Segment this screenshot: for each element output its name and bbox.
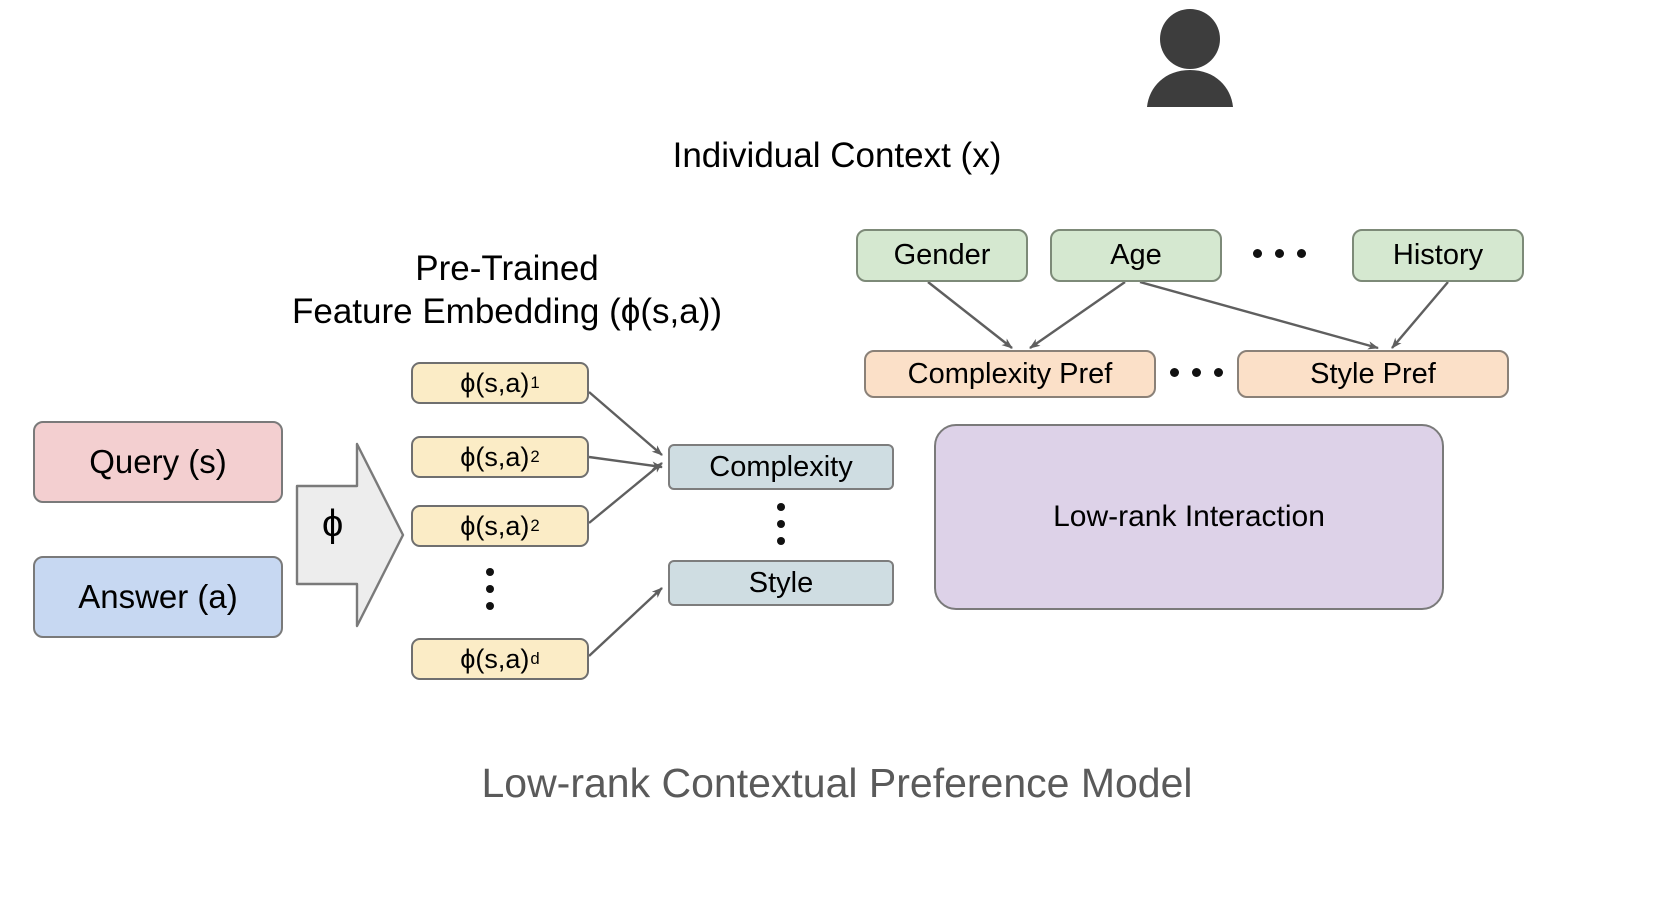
embedding-vertical-ellipsis (486, 568, 494, 610)
embedding-title: Pre-Trained Feature Embedding (ϕ(s,a)) (262, 248, 752, 333)
embedding-3-base: ϕ(s,a) (460, 510, 530, 541)
node-context-age[interactable]: Age (1050, 229, 1222, 282)
person-icon (1143, 8, 1237, 113)
node-context-gender[interactable]: Gender (856, 229, 1028, 282)
embedding-1-sub: 1 (530, 373, 540, 393)
individual-context-label: Individual Context (x) (672, 136, 1002, 175)
node-embedding-3[interactable]: ϕ(s,a)2 (411, 505, 589, 547)
embedding-d-base: ϕ(s,a) (460, 643, 530, 674)
node-query[interactable]: Query (s) (33, 421, 283, 503)
node-embedding-2[interactable]: ϕ(s,a)2 (411, 436, 589, 478)
phi-arrow-label: ϕ (322, 503, 344, 545)
node-answer[interactable]: Answer (a) (33, 556, 283, 638)
embedding-2-base: ϕ(s,a) (460, 441, 530, 472)
context-horizontal-ellipsis (1253, 249, 1306, 258)
node-pref-style[interactable]: Style Pref (1237, 350, 1509, 398)
phi-arrow-block (295, 440, 405, 635)
embedding-3-sub: 2 (530, 516, 540, 536)
embedding-title-line1: Pre-Trained (415, 249, 599, 288)
node-embedding-1[interactable]: ϕ(s,a)1 (411, 362, 589, 404)
node-feature-complexity[interactable]: Complexity (668, 444, 894, 490)
node-low-rank-interaction[interactable]: Low-rank Interaction (934, 424, 1444, 610)
features-vertical-ellipsis (777, 503, 785, 545)
embedding-2-sub: 2 (530, 447, 540, 467)
preferences-horizontal-ellipsis (1170, 368, 1223, 377)
embedding-d-sub: d (530, 649, 540, 669)
node-pref-complexity[interactable]: Complexity Pref (864, 350, 1156, 398)
diagram-caption: Low-rank Contextual Preference Model (481, 760, 1193, 806)
node-context-history[interactable]: History (1352, 229, 1524, 282)
embedding-title-line2: Feature Embedding (ϕ(s,a)) (291, 291, 723, 331)
node-embedding-d[interactable]: ϕ(s,a)d (411, 638, 589, 680)
node-feature-style[interactable]: Style (668, 560, 894, 606)
embedding-1-base: ϕ(s,a) (460, 367, 530, 398)
